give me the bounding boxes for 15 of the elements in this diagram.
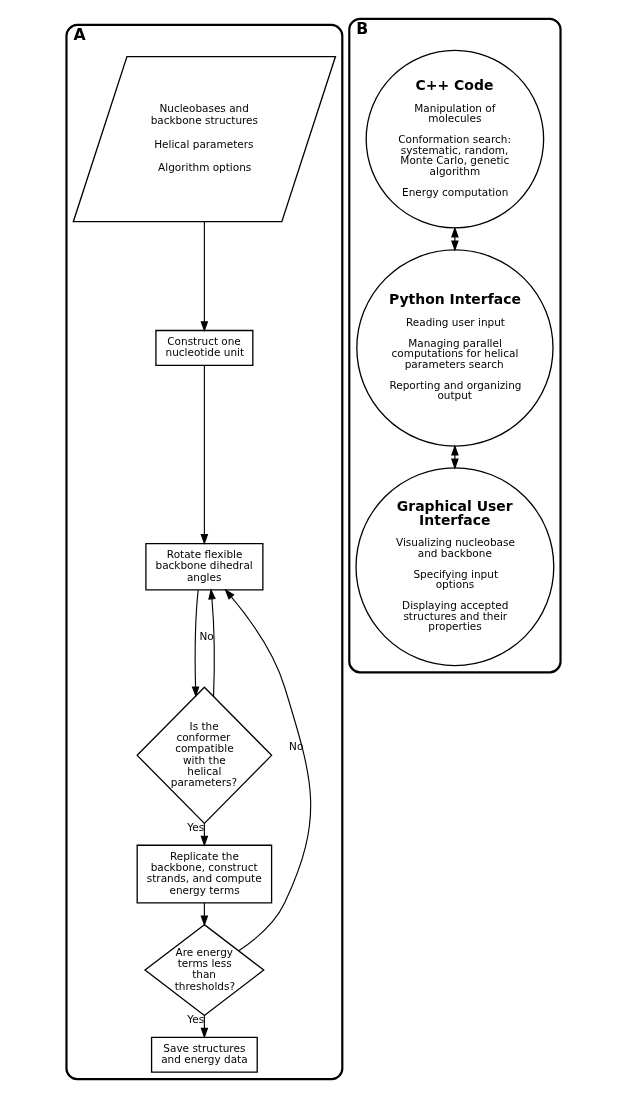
node-box: Save structures and energy data [150,1036,258,1073]
node-box: Replicate the backbone, construct strands, and compute energy terms [136,844,273,904]
arrow [200,221,209,333]
arrow [200,364,209,546]
node-circle: Graphical User Interface Visualizing nucleobase and backbone Specifying input options Displaying accepted structures and their properties [355,467,555,667]
node-box: Construct one nucleotide unit [155,329,254,367]
arrow [224,588,312,952]
node-circle: Python Interface Reading user input Managing parallel computations for helical parameters search Reporting and organizing output [356,249,554,447]
arrow [451,444,459,470]
arrow [208,588,216,697]
node-circle: C++ Code Manipulation of molecules Conformation search: systematic, random, Monte Carlo, genetic algorithm Energy computation [365,49,545,229]
node-box: Rotate flexible backbone dihedral angles [145,542,264,591]
edge-label: No [199,630,214,643]
arrow [191,589,200,698]
arrow [451,226,459,252]
